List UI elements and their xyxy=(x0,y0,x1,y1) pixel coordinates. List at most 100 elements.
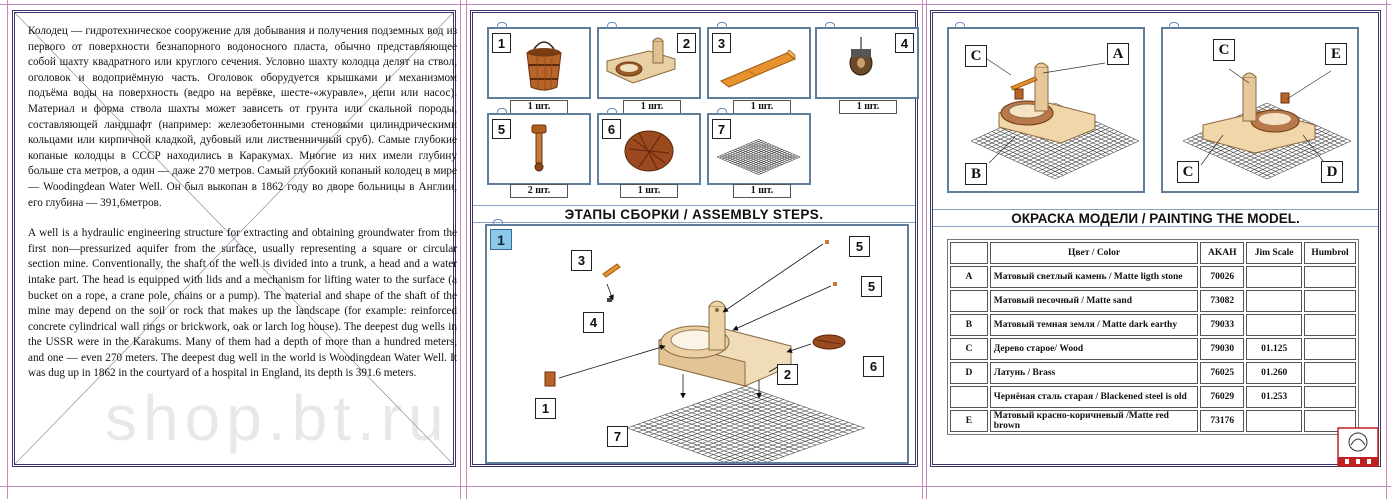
part-2-qty: 1 шт. xyxy=(623,100,681,114)
paint-akah-code: 79030 xyxy=(1200,338,1245,360)
part-4-qty: 1 шт. xyxy=(839,100,897,114)
part-number: 6 xyxy=(602,119,621,139)
paint-jim-code: 01.125 xyxy=(1246,338,1303,360)
paint-akah-code: 79033 xyxy=(1200,314,1245,336)
paint-key: B xyxy=(950,314,988,336)
part-3: 3 xyxy=(707,22,811,99)
paint-color-name: Латунь / Brass xyxy=(989,362,1199,384)
well-head-icon xyxy=(606,37,676,84)
parts-panel: 1 1 шт. 2 1 шт. 3 1 шт. xyxy=(470,10,919,467)
clip-icon xyxy=(607,22,617,28)
part-7: 7 xyxy=(707,108,811,185)
lid-icon xyxy=(624,130,674,172)
description-ru: Колодец — гидротехническое сооружение дл… xyxy=(28,25,457,209)
clip-icon xyxy=(955,22,965,28)
paint-akah-code: 70026 xyxy=(1200,266,1245,288)
paint-color-name: Матовый песочный / Matte sand xyxy=(989,290,1199,312)
clip-icon xyxy=(497,108,507,114)
well-front-drawing xyxy=(970,58,1140,180)
paint-akah-code: 76025 xyxy=(1200,362,1245,384)
callout-3: 3 xyxy=(571,250,592,271)
guide-v1 xyxy=(7,0,8,499)
description-text: Колодец — гидротехническое сооружение дл… xyxy=(28,24,457,382)
brand-logo-icon xyxy=(1337,427,1379,467)
painting-title: ОКРАСКА МОДЕЛИ / PAINTING THE MODEL. xyxy=(933,209,1378,227)
paint-label-e: E xyxy=(1325,43,1347,65)
paint-humbrol-code xyxy=(1304,314,1356,336)
log-icon xyxy=(720,49,796,88)
paint-color-name: Матовый светлый камень / Matte ligth sto… xyxy=(989,266,1199,288)
part-6: 6 xyxy=(597,108,701,185)
part-5: 5 xyxy=(487,108,591,185)
clip-icon xyxy=(607,108,617,114)
guide-top xyxy=(0,4,1391,5)
part-2: 2 xyxy=(597,22,701,99)
part-5-qty: 2 шт. xyxy=(510,184,568,198)
guide-v3 xyxy=(466,0,467,499)
peg-icon xyxy=(531,124,547,172)
paint-humbrol-code xyxy=(1304,338,1356,360)
painting-panel: C A B C E C D ОКРАСКА МОДЕЛИ / PAINTING … xyxy=(930,10,1381,467)
clip-icon xyxy=(717,22,727,28)
paint-humbrol-code xyxy=(1304,266,1356,288)
assembly-step-1: 1 xyxy=(485,219,909,464)
description-en: A well is a hydraulic engineering struct… xyxy=(28,227,457,380)
part-1-qty: 1 шт. xyxy=(510,100,568,114)
paint-akah-code: 73176 xyxy=(1200,410,1245,432)
guide-v6 xyxy=(1386,0,1387,499)
guide-bottom xyxy=(0,486,1391,487)
part-number: 2 xyxy=(677,33,696,53)
part-1: 1 xyxy=(487,22,591,99)
paint-jim-code xyxy=(1246,410,1303,432)
paint-jim-code xyxy=(1246,290,1303,312)
part-4: 4 xyxy=(815,22,919,99)
paint-color-name: Дерево старое/ Wood xyxy=(989,338,1199,360)
callout-5b: 5 xyxy=(861,276,882,297)
paint-akah-code: 73082 xyxy=(1200,290,1245,312)
part-number: 7 xyxy=(712,119,731,139)
paint-akah-code: 76029 xyxy=(1200,386,1245,408)
paint-jim-code: 01.253 xyxy=(1246,386,1303,408)
callout-5a: 5 xyxy=(849,236,870,257)
paint-row: Чернёная сталь старая / Blackened steel … xyxy=(950,386,1356,408)
paint-label-a: A xyxy=(1107,43,1129,65)
callout-2: 2 xyxy=(777,364,798,385)
callout-6: 6 xyxy=(863,356,884,377)
clip-icon xyxy=(1169,22,1179,28)
header-color: Цвет / Color xyxy=(989,242,1199,264)
paint-label-d: D xyxy=(1321,161,1343,183)
callout-4: 4 xyxy=(583,312,604,333)
assembly-steps-title: ЭТАПЫ СБОРКИ / ASSEMBLY STEPS. xyxy=(473,205,915,223)
bucket-icon xyxy=(526,41,562,91)
part-number: 1 xyxy=(492,33,511,53)
header-key xyxy=(950,242,988,264)
paint-humbrol-code xyxy=(1304,362,1356,384)
header-humbrol: Humbrol xyxy=(1304,242,1356,264)
step-number-badge: 1 xyxy=(490,229,512,250)
guide-v4 xyxy=(922,0,923,499)
part-7-qty: 1 шт. xyxy=(733,184,791,198)
paint-jim-code xyxy=(1246,314,1303,336)
guide-v5 xyxy=(926,0,927,499)
part-3-qty: 1 шт. xyxy=(733,100,791,114)
paint-label-b: B xyxy=(965,163,987,185)
description-panel: Колодец — гидротехническое сооружение дл… xyxy=(12,10,457,467)
painting-view-front: C A B xyxy=(947,22,1145,193)
paint-color-name: Матовый красно-коричневый /Matte red bro… xyxy=(989,410,1199,432)
painting-view-back: C E C D xyxy=(1161,22,1359,193)
callout-1: 1 xyxy=(535,398,556,419)
paint-jim-code xyxy=(1246,266,1303,288)
part-6-qty: 1 шт. xyxy=(620,184,678,198)
clip-icon xyxy=(497,22,507,28)
paint-label-c: C xyxy=(1213,39,1235,61)
paint-label-c: C xyxy=(965,45,987,67)
paint-key xyxy=(950,290,988,312)
part-number: 4 xyxy=(895,33,914,53)
watermark: shop.bt.ru xyxy=(105,382,450,454)
paint-humbrol-code xyxy=(1304,290,1356,312)
